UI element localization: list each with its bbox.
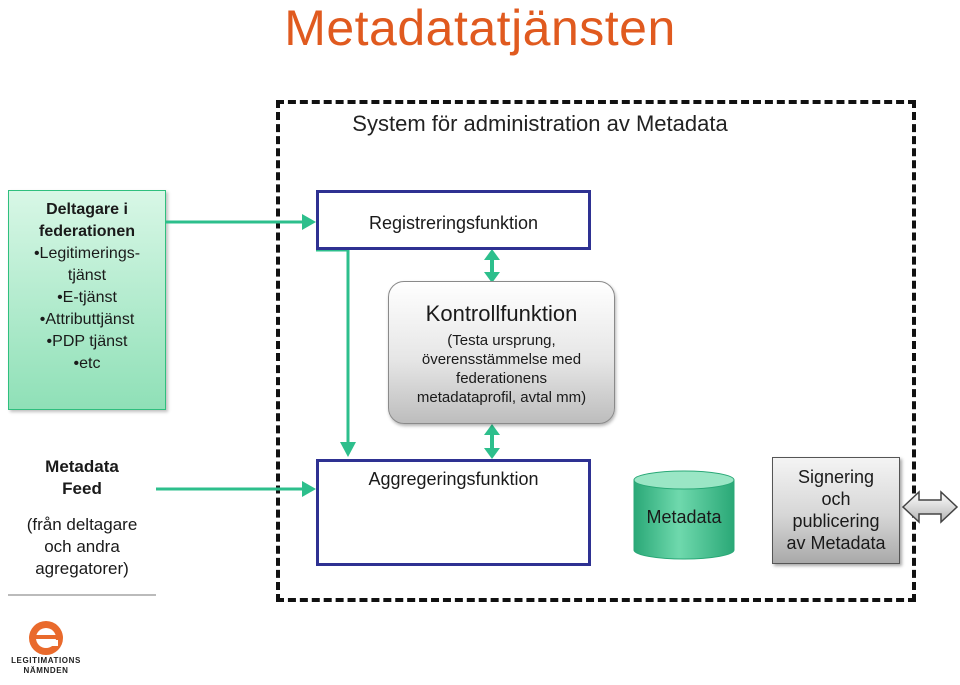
participants-item: •Legitimerings- bbox=[33, 245, 141, 262]
double-arrow-head-icon bbox=[484, 424, 500, 435]
control-body-line: (Testa ursprung, bbox=[447, 332, 556, 349]
feed-sub-line: och andra bbox=[44, 537, 120, 556]
participants-heading-2: federationen bbox=[38, 223, 135, 240]
registration-label: Registreringsfunktion bbox=[368, 213, 539, 233]
participants-item: •PDP tjänst bbox=[46, 333, 128, 350]
signing-box: Signering och publicering av Metadata bbox=[772, 457, 900, 564]
signing-line: publicering bbox=[792, 511, 880, 531]
aggregation-label: Aggregeringsfunktion bbox=[368, 469, 539, 489]
signing-line: Signering bbox=[797, 467, 875, 487]
registration-box: Registreringsfunktion bbox=[316, 190, 591, 250]
double-arrow-head-icon bbox=[484, 448, 500, 459]
logo-line-2: NÄMNDEN bbox=[23, 666, 69, 675]
arrow-head-icon bbox=[340, 442, 356, 457]
double-arrow-head-icon bbox=[484, 272, 500, 283]
metadata-feed-box: Metadata Feed (från deltagare och andra … bbox=[8, 450, 156, 596]
arrow-head-icon bbox=[302, 481, 316, 497]
logo-line-1: LEGITIMATIONS bbox=[11, 656, 81, 665]
legitimationsnamnden-logo bbox=[29, 621, 63, 655]
control-body-line: federationens bbox=[456, 370, 547, 387]
signing-line: och bbox=[821, 489, 851, 509]
participants-item: •Attributtjänst bbox=[39, 311, 135, 328]
page-title: Metadatatjänsten bbox=[284, 0, 676, 56]
participants-item: •etc bbox=[73, 355, 101, 372]
participants-heading-1: Deltagare i bbox=[46, 201, 128, 218]
feed-sub-line: agregatorer) bbox=[35, 559, 129, 578]
control-body-line: metadataprofil, avtal mm) bbox=[416, 389, 587, 406]
double-arrow-icon bbox=[901, 490, 959, 524]
metadata-cylinder bbox=[633, 470, 735, 560]
logo-text: LEGITIMATIONS NÄMNDEN bbox=[6, 656, 86, 676]
system-label: System för administration av Metadata bbox=[352, 111, 728, 136]
arrow-head-icon bbox=[302, 214, 316, 230]
participants-item: •E-tjänst bbox=[57, 289, 117, 306]
control-box: Kontrollfunktion (Testa ursprung, överen… bbox=[388, 281, 615, 424]
feed-heading-2: Feed bbox=[62, 479, 102, 498]
feed-heading-1: Metadata bbox=[45, 457, 119, 476]
arrow-registration-to-aggregation bbox=[316, 248, 350, 444]
participants-item: tjänst bbox=[67, 267, 107, 284]
feed-sub-line: (från deltagare bbox=[26, 515, 138, 534]
aggregation-box: Aggregeringsfunktion bbox=[316, 459, 591, 566]
control-body-line: överensstämmelse med bbox=[421, 351, 582, 368]
metadata-store-label: Metadata bbox=[646, 507, 722, 527]
control-heading: Kontrollfunktion bbox=[425, 301, 578, 326]
participants-box: Deltagare i federationen •Legitimerings-… bbox=[8, 190, 166, 410]
signing-line: av Metadata bbox=[786, 533, 886, 553]
double-arrow-head-icon bbox=[484, 249, 500, 260]
system-boundary bbox=[276, 100, 916, 602]
